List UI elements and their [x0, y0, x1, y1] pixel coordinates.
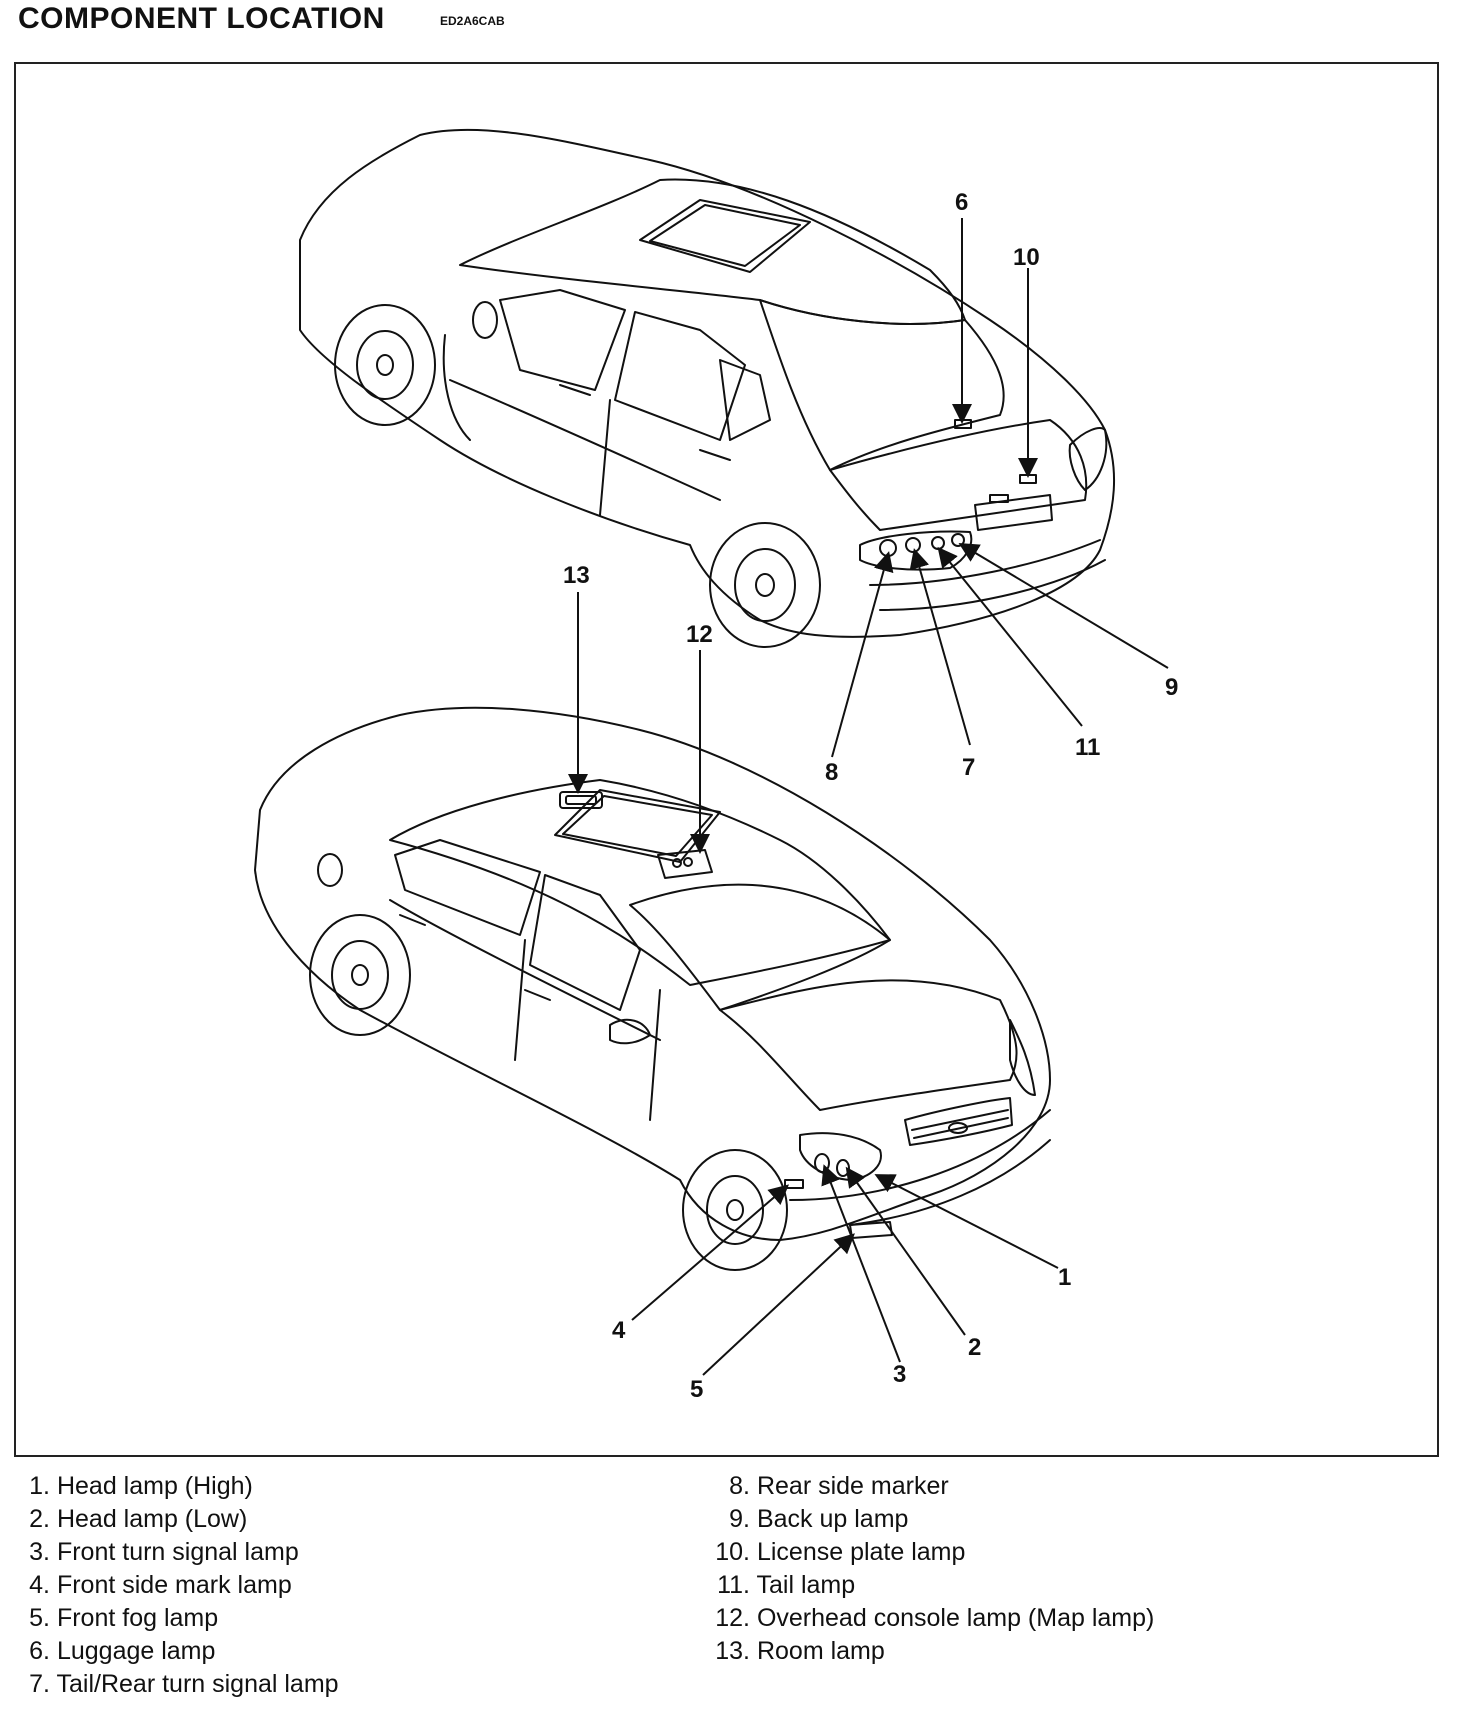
callout-6: 6 [955, 189, 968, 216]
leader-line-2 [845, 1166, 966, 1336]
legend-item: 1. Head lamp (High) [22, 1470, 339, 1503]
legend-item: 6. Luggage lamp [22, 1635, 339, 1668]
callout-8: 8 [825, 759, 838, 786]
legend-item: 5. Front fog lamp [22, 1602, 339, 1635]
legend-number: 11. [717, 1571, 750, 1599]
legend-label: Back up lamp [756, 1505, 909, 1533]
leader-line-3 [821, 1164, 901, 1363]
legend-number: 6. [29, 1637, 50, 1665]
callout-7: 7 [962, 754, 975, 781]
callout-numbers: 1 2 3 4 5 6 7 8 9 10 11 12 13 [563, 189, 1178, 1403]
legend-number: 13. [715, 1637, 750, 1665]
callout-2: 2 [968, 1334, 981, 1361]
legend-number: 5. [29, 1604, 50, 1632]
legend-label: Overhead console lamp (Map lamp) [756, 1604, 1155, 1632]
callout-3: 3 [893, 1361, 906, 1388]
callout-13: 13 [563, 562, 590, 589]
legend-left-column: 1. Head lamp (High) 2. Head lamp (Low) 3… [22, 1470, 339, 1701]
page-title: COMPONENT LOCATION [18, 2, 385, 35]
callout-9: 9 [1165, 674, 1178, 701]
callout-12: 12 [686, 621, 713, 648]
document-code: ED2A6CAB [440, 14, 505, 28]
legend-number: 10. [715, 1538, 750, 1566]
legend-label: Front fog lamp [56, 1604, 219, 1632]
callout-11: 11 [1075, 734, 1100, 761]
callout-4: 4 [612, 1317, 626, 1344]
legend-label: Tail lamp [756, 1571, 856, 1599]
legend-label: License plate lamp [756, 1538, 966, 1566]
legend-label: Room lamp [756, 1637, 885, 1665]
leader-line-5 [702, 1233, 855, 1376]
legend-label: Rear side marker [756, 1472, 949, 1500]
legend-item: 4. Front side mark lamp [22, 1569, 339, 1602]
legend-number: 7. [29, 1670, 50, 1698]
leader-line-11 [937, 546, 1083, 727]
legend-item: 7. Tail/Rear turn signal lamp [22, 1668, 339, 1701]
callout-5: 5 [690, 1376, 703, 1403]
legend-label: Luggage lamp [56, 1637, 216, 1665]
leader-line-1 [874, 1174, 1059, 1269]
legend-number: 3. [29, 1538, 50, 1566]
legend-number: 1. [29, 1472, 50, 1500]
legend-number: 9. [729, 1505, 750, 1533]
leader-line-4 [631, 1184, 790, 1321]
leader-line-7 [909, 548, 971, 746]
legend-number: 8. [729, 1472, 750, 1500]
leader-lines [568, 218, 1169, 1376]
callout-10: 10 [1013, 244, 1040, 271]
diagram-frame [14, 62, 1439, 1457]
legend-number: 12. [715, 1604, 750, 1632]
leader-line-8 [831, 551, 894, 758]
legend-number: 2. [29, 1505, 50, 1533]
front-view-car [254, 706, 1051, 1271]
legend-item: 8. Rear side marker [710, 1470, 1154, 1503]
legend-label: Tail/Rear turn signal lamp [56, 1670, 339, 1698]
legend-label: Head lamp (Low) [56, 1505, 248, 1533]
legend-item: 12. Overhead console lamp (Map lamp) [710, 1602, 1154, 1635]
legend-number: 4. [29, 1571, 50, 1599]
legend-label: Front turn signal lamp [56, 1538, 299, 1566]
legend-item: 11. Tail lamp [710, 1569, 1154, 1602]
legend-label: Head lamp (High) [56, 1472, 253, 1500]
legend-item: 9. Back up lamp [710, 1503, 1154, 1536]
legend-label: Front side mark lamp [56, 1571, 292, 1599]
legend-item: 13. Room lamp [710, 1635, 1154, 1668]
legend-item: 3. Front turn signal lamp [22, 1536, 339, 1569]
leader-line-9 [958, 542, 1169, 669]
rear-view-car [299, 128, 1116, 648]
legend-item: 10. License plate lamp [710, 1536, 1154, 1569]
legend-right-column: 8. Rear side marker 9. Back up lamp 10. … [710, 1470, 1154, 1668]
legend-item: 2. Head lamp (Low) [22, 1503, 339, 1536]
callout-1: 1 [1058, 1264, 1071, 1291]
